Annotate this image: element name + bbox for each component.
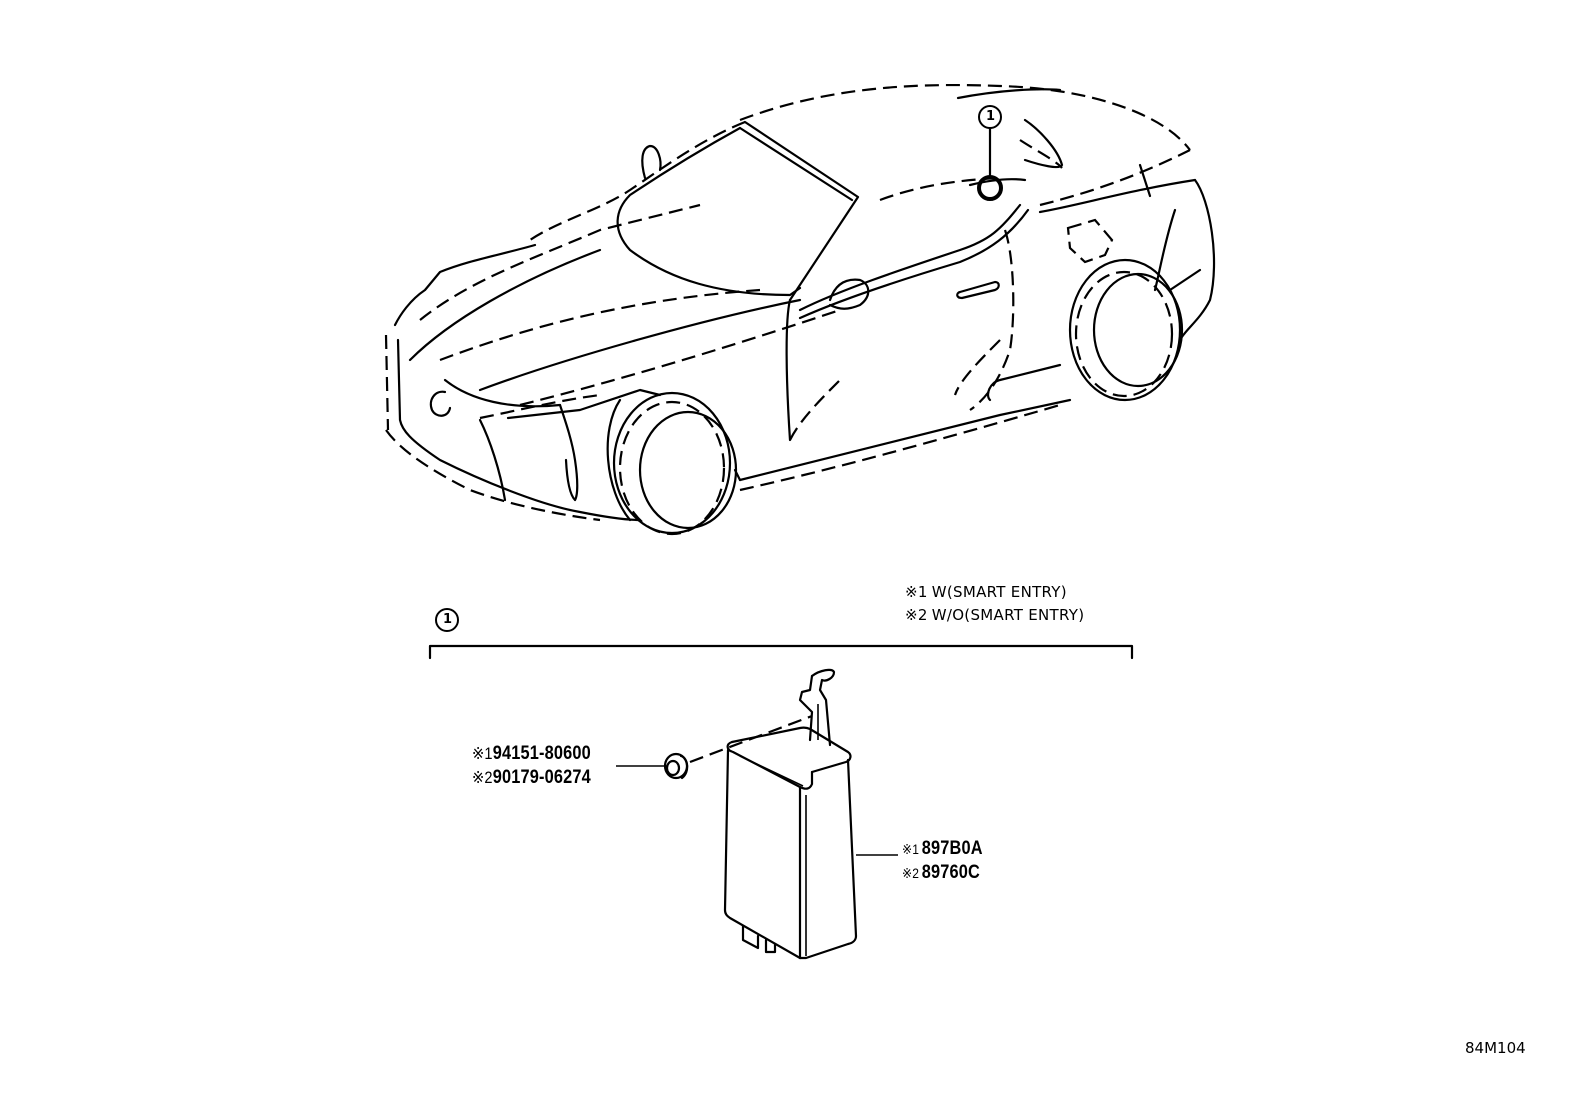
part-number: 89760C — [921, 862, 980, 883]
callout-circle-1[interactable] — [978, 105, 1002, 129]
illustration-code: 84M104 — [1465, 1039, 1526, 1057]
part-number: 897B0A — [921, 838, 983, 859]
vehicle-illustration — [384, 83, 1216, 536]
module-drawing[interactable] — [723, 668, 898, 960]
assembly-bracket — [428, 608, 1134, 660]
note-text: W/O(SMART ENTRY) — [931, 606, 1085, 624]
part-location-marker — [977, 175, 1003, 201]
part-number-clip-1[interactable]: ※194151-80600 — [472, 744, 591, 763]
callout-circle-assembly[interactable] — [435, 608, 459, 632]
variant-mark: ※1 — [472, 744, 493, 763]
variant-mark: ※1 — [902, 841, 920, 857]
note-text: W(SMART ENTRY) — [931, 583, 1067, 601]
clip-drawing[interactable] — [616, 752, 689, 780]
note-mark: ※2 — [905, 606, 928, 624]
callout-number-on-car: 1 — [986, 109, 996, 124]
variant-mark: ※2 — [902, 865, 920, 881]
note-mark: ※1 — [905, 583, 928, 601]
callout-number-assembly: 1 — [443, 612, 453, 627]
variant-mark: ※2 — [472, 768, 493, 787]
part-number: 94151-80600 — [492, 743, 591, 764]
part-number-clip-2[interactable]: ※290179-06274 — [472, 768, 591, 787]
part-number: 90179-06274 — [492, 767, 591, 788]
